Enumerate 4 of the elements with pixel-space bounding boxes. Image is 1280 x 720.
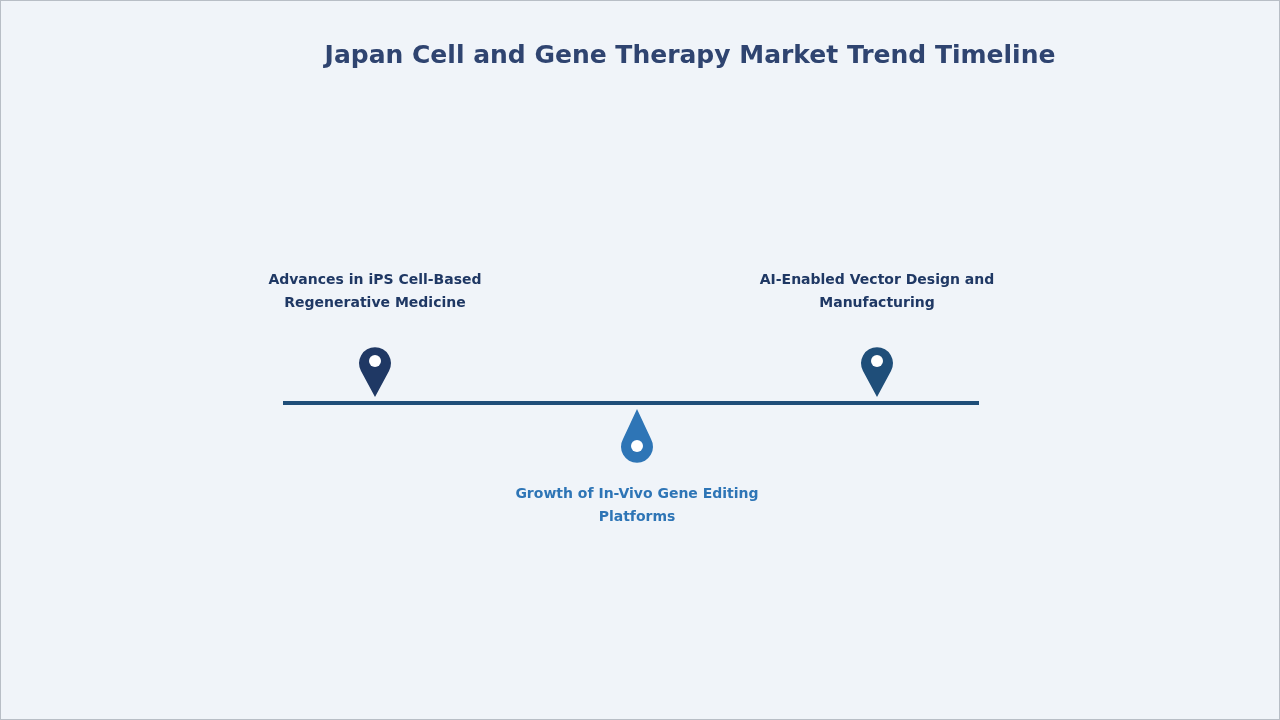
milestone-label: Growth of In-Vivo Gene Editing Platforms: [514, 484, 760, 526]
title: Japan Cell and Gene Therapy Market Trend Timeline: [322, 40, 1057, 69]
milestone-label: Advances in iPS Cell-Based Regenerative Medicine: [267, 270, 483, 312]
milestone-label: AI-Enabled Vector Design and Manufacturing: [758, 270, 996, 312]
